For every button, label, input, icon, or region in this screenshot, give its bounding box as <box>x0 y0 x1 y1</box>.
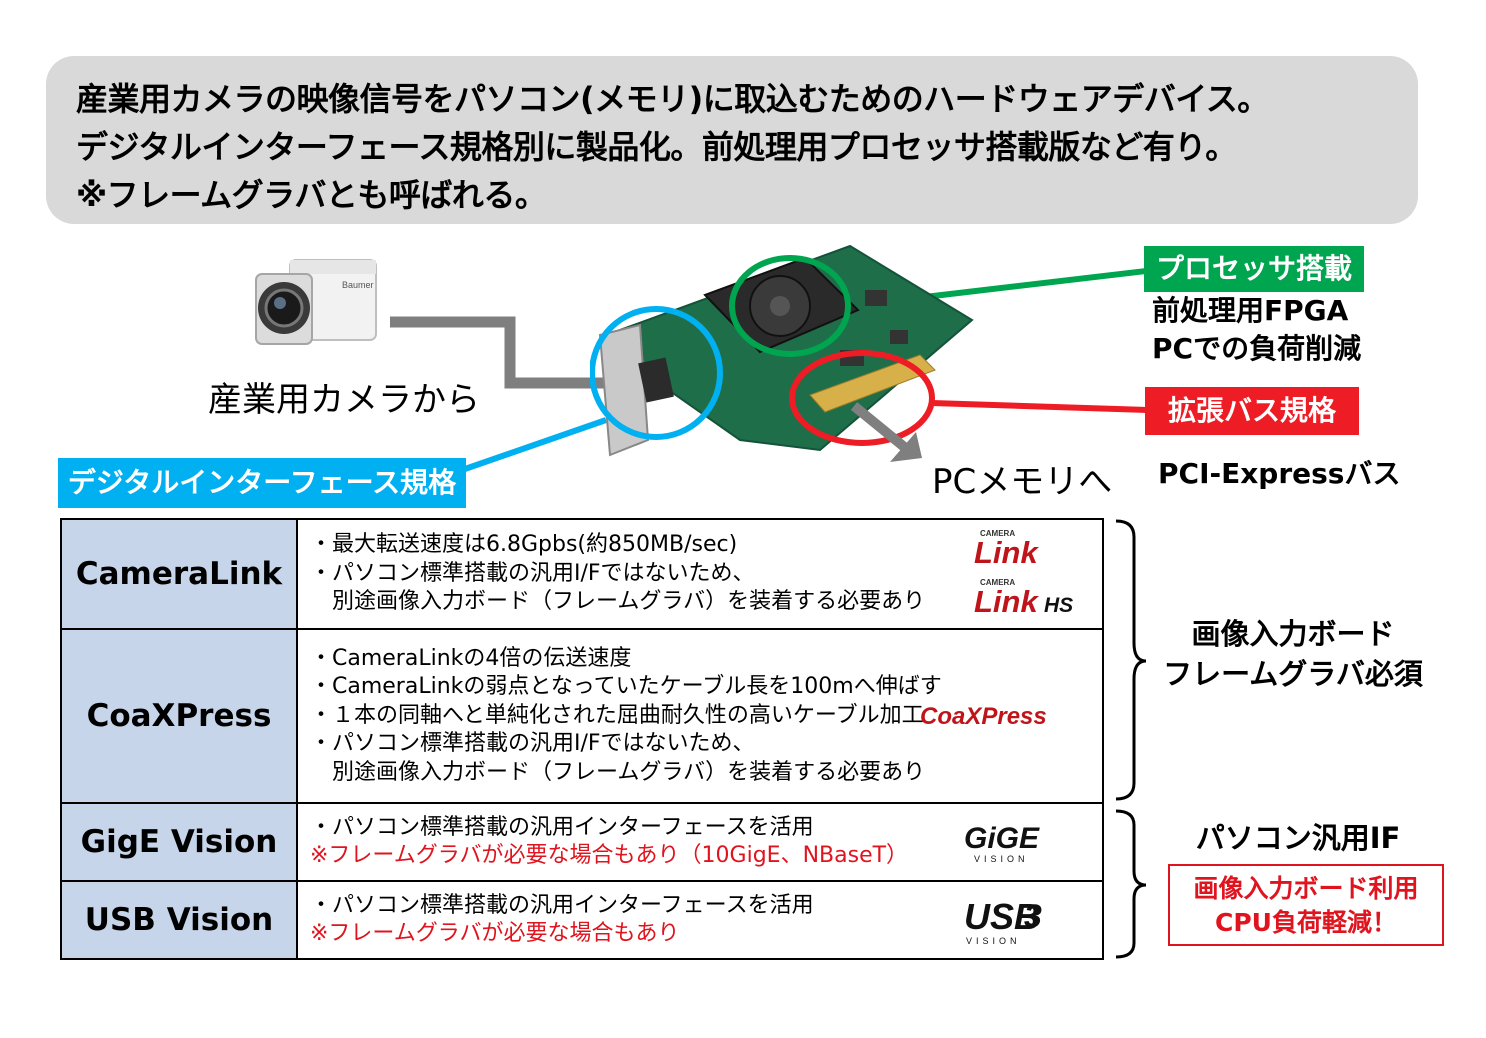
frame-grabber-board-image <box>589 240 990 470</box>
gige-logo-wrap: GiGE VISION <box>962 804 1052 880</box>
interface-label: デジタルインターフェース規格 <box>58 458 466 508</box>
bus-pointer-line <box>931 400 1147 413</box>
camera-brand-text: Baumer <box>342 280 374 290</box>
row-name-gige: GigE Vision <box>60 802 298 882</box>
interface-spec-table: CameraLink ・最大転送速度は6.8Gpbs(約850MB/sec) ・… <box>60 518 1104 960</box>
processor-label: プロセッサ搭載 <box>1144 246 1364 292</box>
logo-usb-text: USB <box>964 896 1040 937</box>
row-desc-cameralink: ・最大転送速度は6.8Gpbs(約850MB/sec) ・パソコン標準搭載の汎用… <box>296 518 1104 630</box>
desc-line: 別途画像入力ボード（フレームグラバ）を装着する必要あり <box>310 589 926 615</box>
processor-description: 前処理用FPGA PCでの負荷削減 <box>1152 292 1361 368</box>
lower-brace <box>1115 809 1147 959</box>
row-name-coaxpress: CoaXPress <box>60 628 298 804</box>
cpu-load-box: 画像入力ボード利用 CPU負荷軽減！ <box>1168 864 1444 946</box>
lower-brace-label: パソコン汎用IF <box>1195 821 1401 855</box>
logo-link-text: Link <box>974 584 1039 619</box>
industrial-camera-image: Baumer <box>250 248 380 358</box>
logo-hs-text: HS <box>1044 594 1073 617</box>
desc-red-line: ※フレームグラバが必要な場合もあり <box>310 921 680 946</box>
table-row: GigE Vision ・パソコン標準搭載の汎用インターフェースを活用 ※フレー… <box>60 802 1104 882</box>
logo-camera-text: CAMERA <box>980 578 1015 587</box>
logo-gige-text: GiGE <box>964 822 1040 855</box>
header-box: 産業用カメラの映像信号をパソコン(メモリ)に取込むためのハードウェアデバイス。 … <box>46 56 1418 224</box>
logo-three-text: 3 <box>1024 898 1042 934</box>
processor-line-2: PCでの負荷削減 <box>1152 332 1362 365</box>
desc-line: ・CameraLinkの4倍の伝送速度 <box>310 645 632 671</box>
upper-brace-line-2: フレームグラバ必須 <box>1163 657 1423 691</box>
processor-line-1: 前処理用FPGA <box>1152 294 1349 327</box>
bus-description: PCI-Expressバス <box>1158 457 1401 490</box>
row-name-cameralink: CameraLink <box>60 518 298 630</box>
desc-line: ・パソコン標準搭載の汎用インターフェースを活用 <box>310 892 814 918</box>
grouping-braces <box>1115 519 1147 959</box>
table-row: CameraLink ・最大転送速度は6.8Gpbs(約850MB/sec) ・… <box>60 518 1104 630</box>
logo-vision-text: VISION <box>966 936 1021 946</box>
cameralink-logo: CAMERA Link CAMERA Link HS <box>974 529 1073 619</box>
header-line-2: デジタルインターフェース規格別に製品化。前処理用プロセッサ搭載版など有り。 <box>76 128 1237 166</box>
logo-vision-text: VISION <box>974 854 1029 864</box>
row-desc-gige: ・パソコン標準搭載の汎用インターフェースを活用 ※フレームグラバが必要な場合もあ… <box>296 802 1104 882</box>
upper-brace <box>1115 519 1147 801</box>
desc-line: ・１本の同軸へと単純化された屈曲耐久性の高いケーブル加工 <box>310 702 924 728</box>
logo-coaxpress-text: CoaXPress <box>920 703 1047 730</box>
row-name-usb: USB Vision <box>60 880 298 960</box>
desc-line: 別途画像入力ボード（フレームグラバ）を装着する必要あり <box>310 759 926 785</box>
table-row: CoaXPress ・CameraLinkの4倍の伝送速度 ・CameraLin… <box>60 628 1104 804</box>
usb-logo-wrap: USB 3 VISION <box>962 882 1052 958</box>
desc-line: ・パソコン標準搭載の汎用I/Fではないため、 <box>310 731 755 757</box>
upper-brace-label: 画像入力ボード フレームグラバ必須 <box>1150 614 1436 694</box>
cpu-load-line-1: 画像入力ボード利用 <box>1193 874 1419 903</box>
gige-vision-logo: GiGE VISION <box>964 822 1040 864</box>
coaxpress-logo: CoaXPress <box>920 703 1047 730</box>
interface-pointer-line <box>461 417 607 473</box>
desc-red-line: ※フレームグラバが必要な場合もあり（10GigE、NBaseT） <box>310 843 909 868</box>
upper-brace-line-1: 画像入力ボード <box>1191 617 1395 651</box>
coaxpress-logo-wrap: CoaXPress <box>920 630 1084 802</box>
header-line-3: ※フレームグラバとも呼ばれる。 <box>76 176 547 214</box>
camera-cable-line <box>390 316 612 389</box>
camera-caption: 産業用カメラから <box>208 380 480 420</box>
logo-link-text: Link <box>974 535 1039 570</box>
table-row: USB Vision ・パソコン標準搭載の汎用インターフェースを活用 ※フレーム… <box>60 880 1104 960</box>
row-desc-usb: ・パソコン標準搭載の汎用インターフェースを活用 ※フレームグラバが必要な場合もあ… <box>296 880 1104 960</box>
desc-line: ・CameraLinkの弱点となっていたケーブル長を100mへ伸ばす <box>310 674 942 700</box>
row-desc-coaxpress: ・CameraLinkの4倍の伝送速度 ・CameraLinkの弱点となっていた… <box>296 628 1104 804</box>
usb3-vision-logo: USB 3 VISION <box>964 896 1042 946</box>
header-line-1: 産業用カメラの映像信号をパソコン(メモリ)に取込むためのハードウェアデバイス。 <box>76 80 1269 118</box>
logo-camera-text: CAMERA <box>980 529 1015 538</box>
bus-label: 拡張バス規格 <box>1145 387 1359 435</box>
cpu-load-line-2: CPU負荷軽減！ <box>1215 908 1397 937</box>
desc-line: ・パソコン標準搭載の汎用I/Fではないため、 <box>310 560 755 586</box>
cameralink-logos: CAMERA Link CAMERA Link HS <box>974 520 1084 628</box>
pc-memory-caption: PCメモリへ <box>932 462 1113 502</box>
desc-line: ・パソコン標準搭載の汎用インターフェースを活用 <box>310 814 814 840</box>
desc-line: ・最大転送速度は6.8Gpbs(約850MB/sec) <box>310 532 738 558</box>
